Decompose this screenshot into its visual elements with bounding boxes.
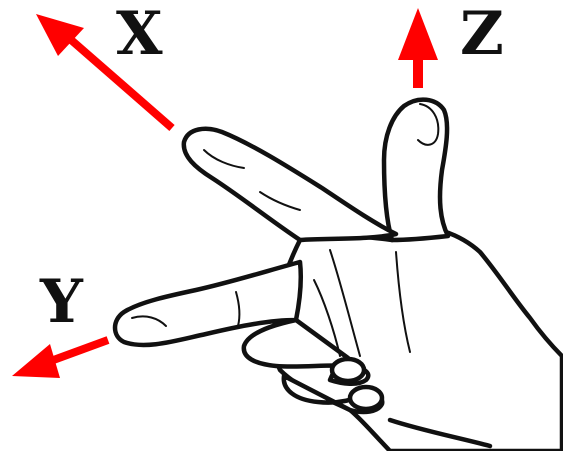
y-axis-label: Y	[39, 267, 84, 337]
hand-illustration	[115, 100, 562, 451]
thumb	[384, 100, 448, 240]
ring-fingertip	[332, 359, 364, 381]
y-axis-arrow	[12, 340, 108, 378]
z-axis-arrow	[398, 8, 438, 88]
z-axis-label: Z	[460, 0, 504, 69]
index-finger	[184, 129, 396, 240]
x-axis-label: X	[116, 0, 163, 69]
little-fingertip	[350, 387, 382, 409]
